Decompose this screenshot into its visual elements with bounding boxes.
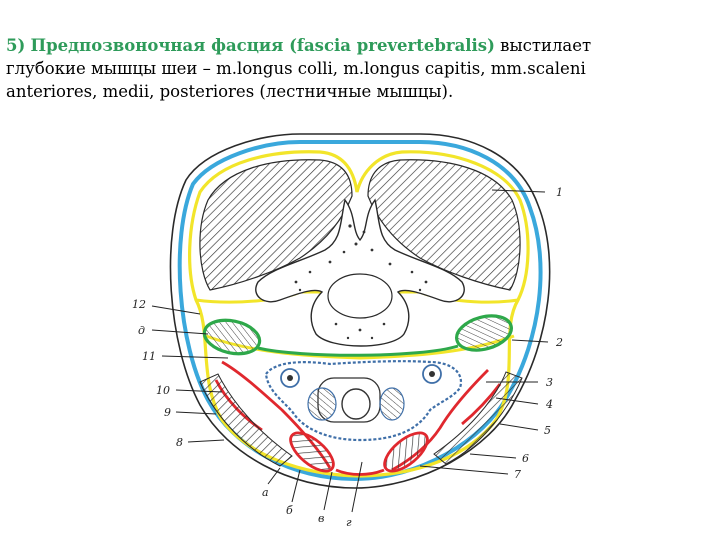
heading-line2: глубокие мышцы шеи – m.longus colli, m.l… [6,59,586,78]
vertebra [255,198,465,347]
label-7: 7 [514,468,521,481]
label-12: 12 [132,298,146,311]
prevertebral-fascia-dark-blue [264,360,463,442]
sternocleidomastoid-right [433,371,523,465]
vertebral-canal [327,273,393,319]
label-6: 6 [522,452,529,465]
label-3: 3 [546,376,553,389]
leader-lines [151,189,549,513]
label-4: 4 [545,398,553,411]
label-11: 11 [142,350,156,363]
spinal-cord [341,388,371,420]
trapezius-right [367,159,521,291]
label-8: 8 [176,436,183,449]
levator-scapulae-right [455,314,513,352]
label-2: 2 [555,336,563,349]
vertebral-artery-right [422,364,442,384]
label-10: 10 [156,384,170,397]
longus-colli-right [379,387,405,421]
bone-stippling [294,224,428,340]
label-b: б [286,504,293,517]
skin-outline [169,133,551,489]
heading-number: 5) [6,36,26,55]
vertebral-artery-left [280,368,300,388]
label-d: д [138,324,145,337]
label-1: 1 [556,186,563,199]
scalene-muscle-left [289,431,335,473]
heading-term: Предпозвоночная фасция (fascia preverteb… [30,36,495,55]
trapezius-left [199,159,353,291]
heading-line3: anteriores, medii, posteriores (лестничн… [6,82,454,101]
fascia-green-line [257,344,459,357]
heading-line1-rest: выстилает [494,36,592,55]
label-5: 5 [544,424,551,437]
vertebral-artery-left-inner [287,375,293,381]
label-9: 9 [164,406,171,419]
levator-scapulae-left [202,318,262,356]
sternocleidomastoid-left [199,373,293,467]
label-a: а [262,486,269,499]
label-v: в [318,512,324,525]
scalene-muscle-right [383,431,429,473]
vertebral-artery-right-inner [429,371,435,377]
slide-heading: 5) Предпозвоночная фасция (fascia prever… [6,34,712,103]
longus-colli-left [307,387,337,421]
label-g: г [346,516,352,529]
diagram-labels: 1 2 3 4 5 6 7 12 д 11 10 9 8 а б в г [132,186,563,529]
